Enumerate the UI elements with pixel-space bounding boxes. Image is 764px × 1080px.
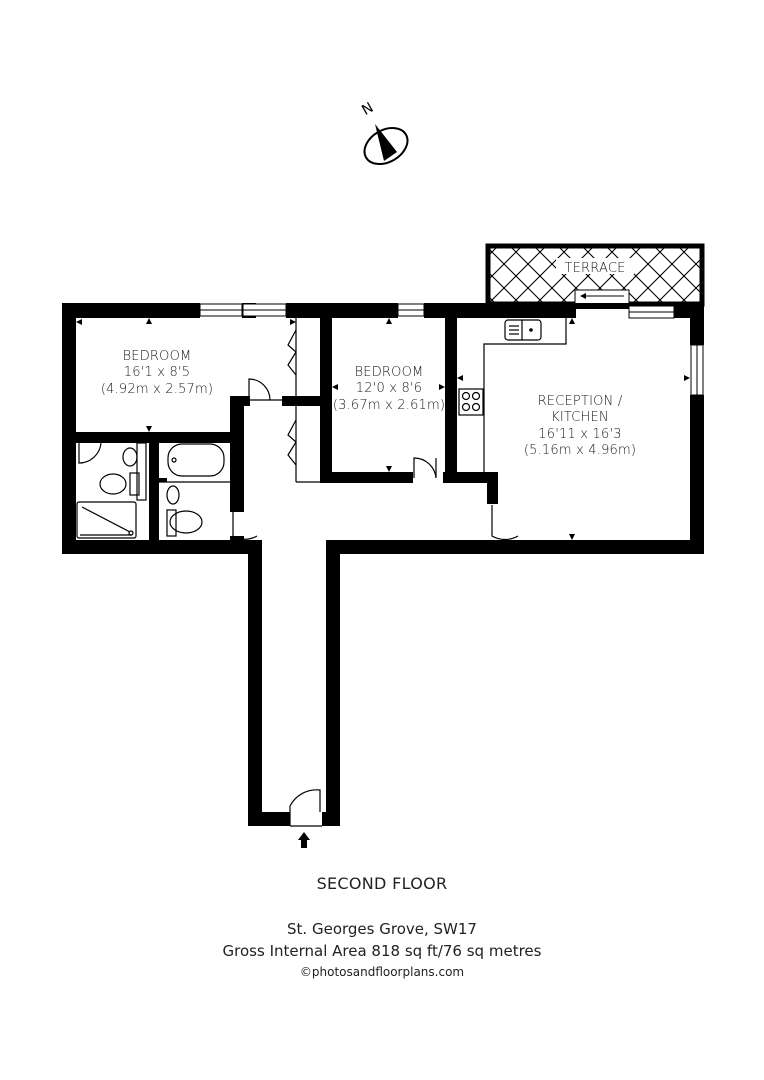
bedroom2-metric: (3.67m x 2.61m)	[332, 397, 446, 413]
address: St. Georges Grove, SW17	[287, 920, 477, 938]
north-label: N	[359, 100, 376, 119]
entrance-arrow-icon	[298, 832, 310, 848]
reception-metric: (5.16m x 4.96m)	[523, 442, 637, 458]
copyright: ©photosandfloorplans.com	[299, 965, 465, 979]
bedroom1-name: BEDROOM	[122, 349, 192, 364]
bedroom1-label: BEDROOM 16'1 x 8'5 (4.92m x 2.57m)	[82, 349, 232, 398]
reception-name2: KITCHEN	[551, 410, 609, 426]
reception-label: RECEPTION / KITCHEN 16'11 x 16'3 (5.16m …	[505, 394, 655, 459]
bedroom2-imperial: 12'0 x 8'6	[355, 381, 423, 397]
gross-area: Gross Internal Area 818 sq ft/76 sq metr…	[222, 942, 542, 960]
floor-title: SECOND FLOOR	[316, 874, 448, 893]
terrace-label: TERRACE	[564, 261, 626, 276]
bedroom1-imperial: 16'1 x 8'5	[123, 365, 191, 381]
reception-imperial: 16'11 x 16'3	[538, 426, 622, 442]
fixtures	[76, 318, 567, 827]
bedroom2-name: BEDROOM	[354, 365, 424, 380]
windows	[199, 303, 704, 396]
bedroom1-metric: (4.92m x 2.57m)	[100, 381, 214, 397]
reception-name: RECEPTION /	[537, 394, 623, 409]
north-arrow-icon: N	[359, 100, 409, 166]
dimension-markers	[76, 318, 690, 848]
walls	[62, 303, 704, 826]
bedroom2-label: BEDROOM 12'0 x 8'6 (3.67m x 2.61m)	[330, 365, 448, 414]
